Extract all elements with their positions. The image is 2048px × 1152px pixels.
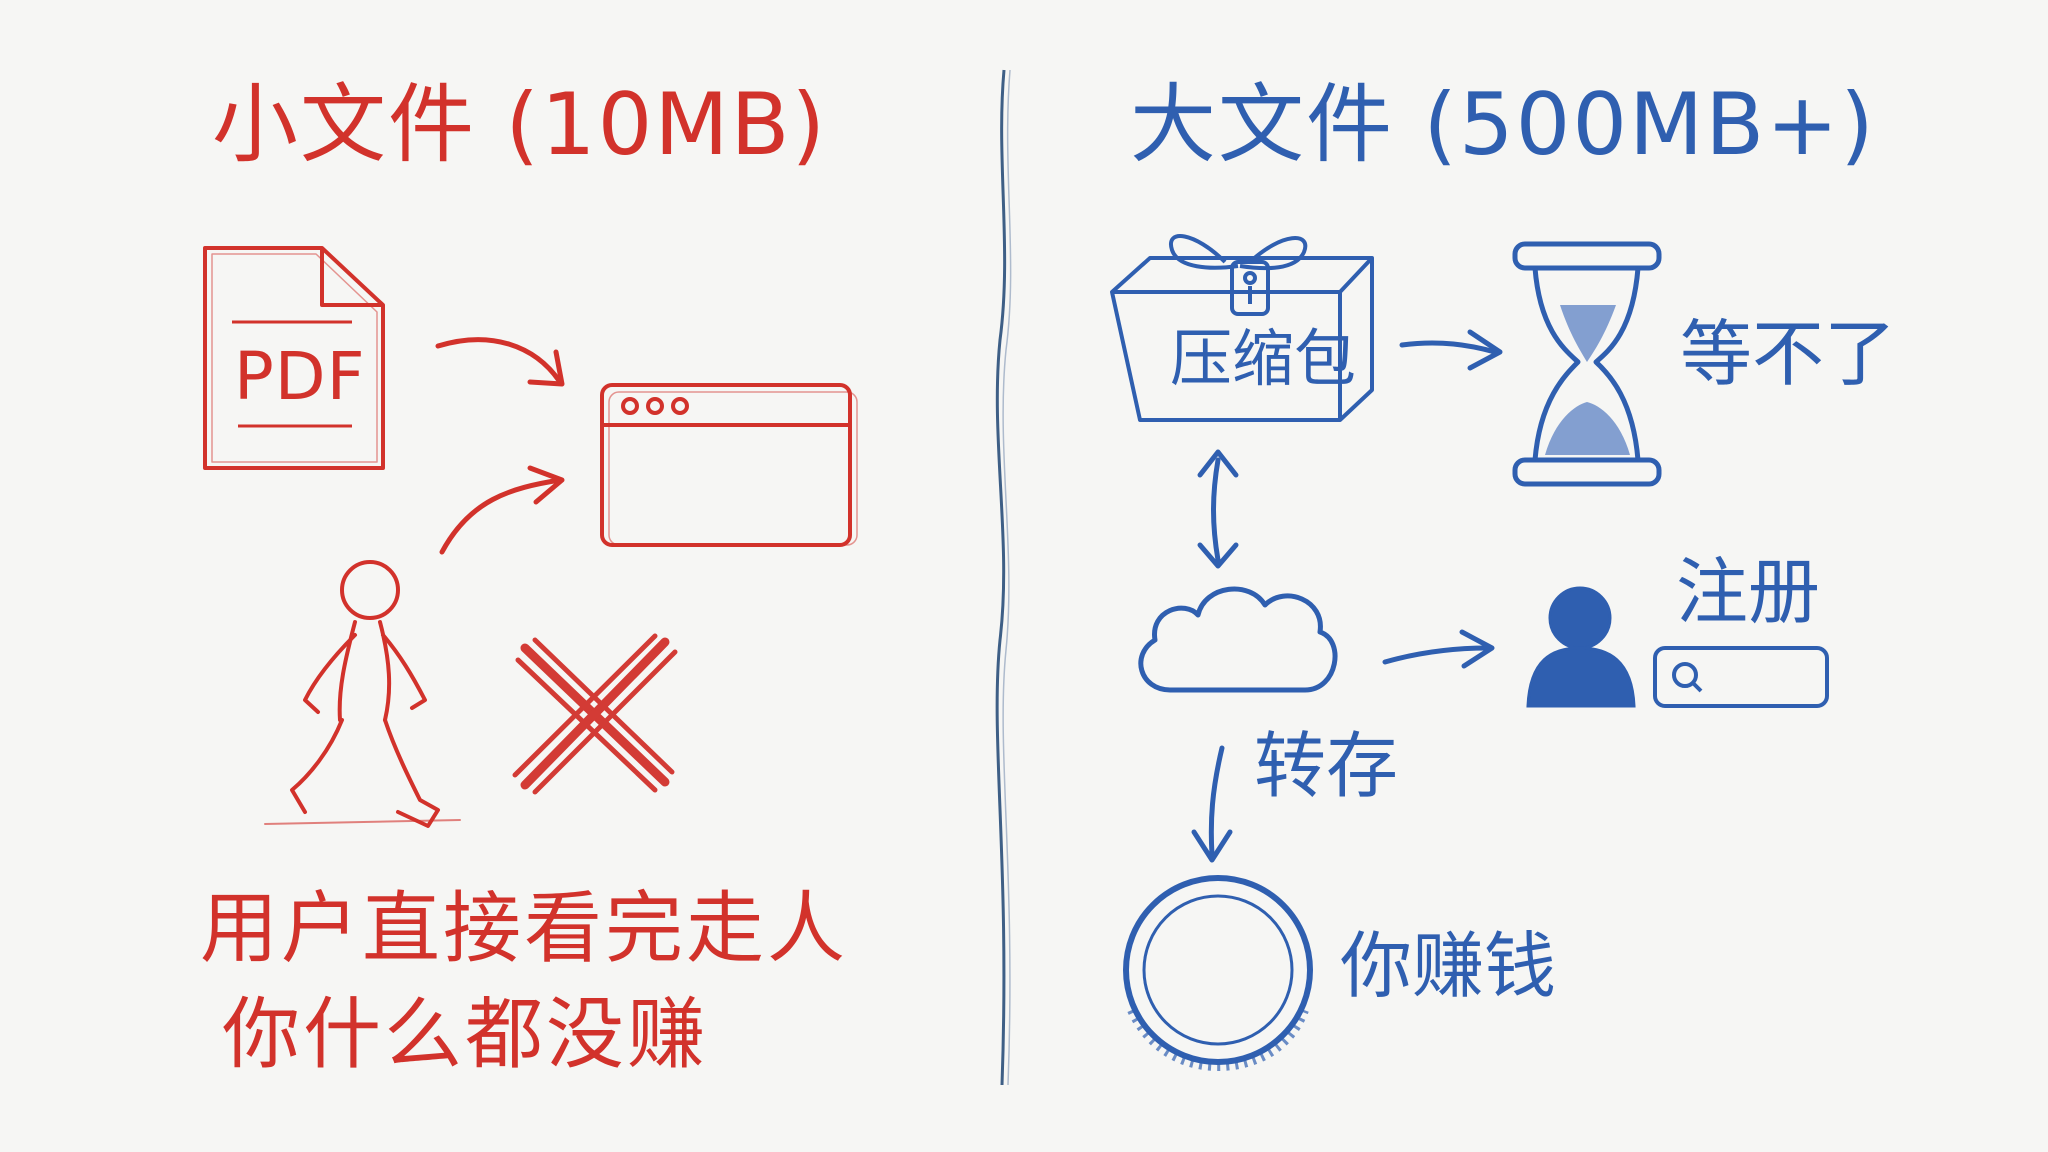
walking-person-icon [264,560,461,828]
center-divider-shadow [1002,69,1012,1086]
hourglass-icon [1512,241,1662,487]
register-label: 注册 [1676,550,1821,634]
arrow-head [1459,629,1495,669]
arrow-icon [1208,745,1225,858]
pdf-label: PDF [234,338,366,415]
transfer-label: 转存 [1254,724,1399,808]
center-divider [995,69,1007,1086]
arrow-icon [1399,340,1498,355]
arrow-head [1467,329,1503,371]
arrow-head [1191,829,1233,863]
left-caption-line2: 你什么都没赚 [222,990,709,1080]
earn-label: 你赚钱 [1340,924,1557,1008]
arrow-icon [435,337,563,385]
arrow-icon [439,477,563,555]
package-label: 压缩包 [1170,322,1357,395]
wait-label: 等不了 [1680,312,1897,396]
arrow-icon [1382,645,1491,665]
package-box-icon [1110,234,1374,422]
cloud-icon [1138,586,1338,693]
pdf-file-icon [203,246,385,470]
browser-window-icon [600,383,858,547]
right-title: 大文件 (500MB+) [1130,75,1876,175]
left-title: 小文件 (10MB) [212,75,828,175]
search-field-icon [1653,646,1829,708]
double-arrow-icon [1197,449,1239,569]
arrow-head [527,465,565,505]
dollar-coin-icon [1123,875,1313,1072]
left-caption-line1: 用户直接看完走人 [200,884,849,974]
user-icon [1526,586,1636,708]
cross-mark-icon [512,633,678,795]
arrow-head [527,349,565,387]
